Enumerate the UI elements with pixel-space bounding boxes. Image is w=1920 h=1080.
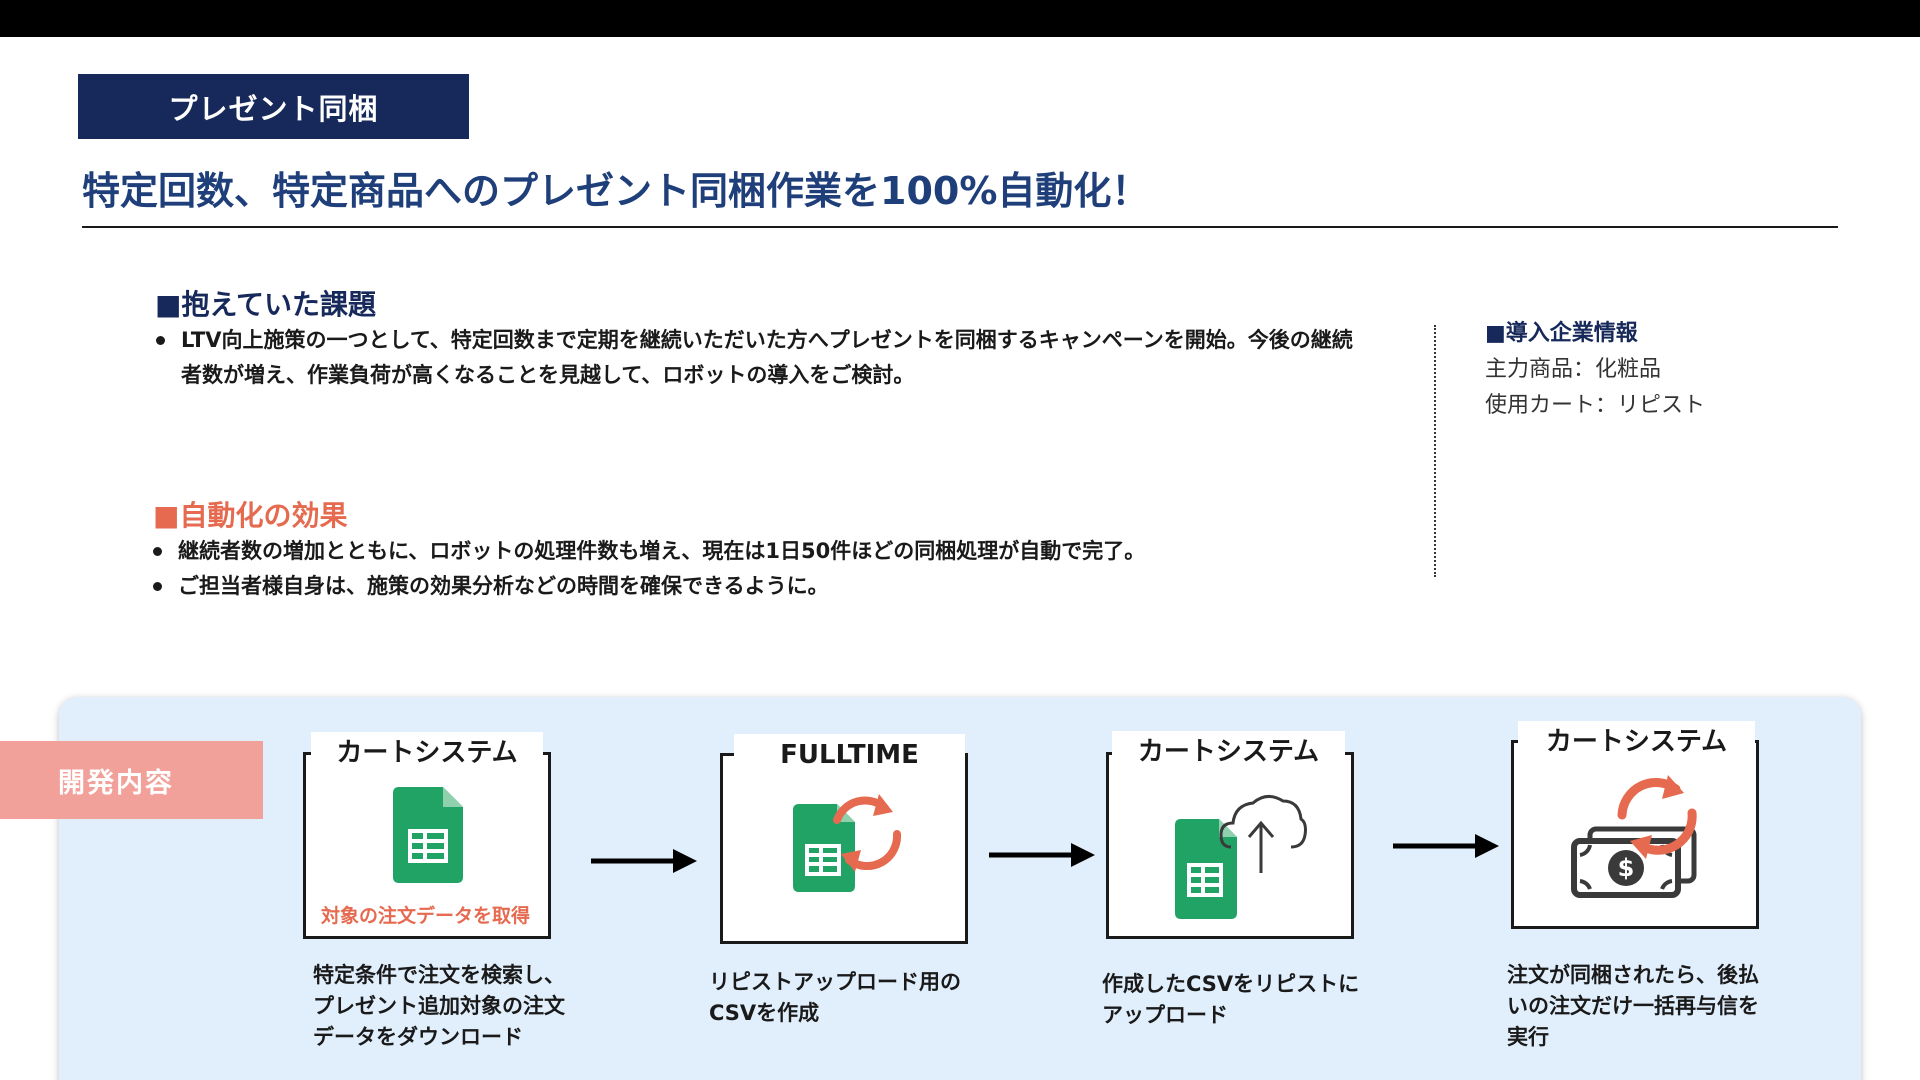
category-tag: プレゼント同梱: [78, 74, 469, 139]
effect-bullet-list: 継続者数の増加とともに、ロボットの処理件数も増え、現在は1日50件ほどの同梱処理…: [150, 534, 1380, 604]
step-2-description: リピストアップロード用の CSVを作成: [709, 967, 961, 1029]
step-1-box: [303, 752, 551, 939]
step-3-desc-line: アップロード: [1102, 1003, 1228, 1027]
spreadsheet-upload-icon: [1175, 783, 1307, 919]
step-1-desc-line: データをダウンロード: [313, 1025, 523, 1049]
step-4-desc-line: いの注文だけ一括再与信を: [1507, 994, 1759, 1018]
spreadsheet-icon: [393, 787, 463, 883]
step-2-title: FULLTIME: [734, 734, 965, 776]
top-black-bar: [0, 0, 1920, 37]
company-main-product: 主力商品：化粧品: [1485, 357, 1662, 382]
step-3-desc-line: 作成したCSVをリピストに: [1102, 972, 1360, 996]
arrow-right-icon: [1393, 834, 1499, 858]
step-1-title: カートシステム: [311, 732, 543, 774]
money-refresh-icon: $: [1566, 771, 1706, 901]
company-info: ■導入企業情報 主力商品：化粧品 使用カート：リピスト: [1485, 316, 1705, 424]
step-2-desc-line: CSVを作成: [709, 1001, 820, 1025]
company-cart: 使用カート：リピスト: [1485, 393, 1706, 418]
step-2-desc-line: リピストアップロード用の: [709, 970, 961, 994]
effect-section-title: ■自動化の効果: [153, 499, 348, 532]
issue-section-title: ■抱えていた課題: [155, 288, 377, 321]
svg-text:$: $: [1618, 854, 1635, 882]
step-4-desc-line: 実行: [1507, 1025, 1549, 1049]
headline-divider: [82, 226, 1838, 228]
effect-bullet: ご担当者様自身は、施策の効果分析などの時間を確保できるように。: [150, 569, 1380, 604]
page-headline: 特定回数、特定商品へのプレゼント同梱作業を100%自動化！: [82, 169, 1150, 213]
step-3-title: カートシステム: [1112, 731, 1345, 773]
step-4-description: 注文が同梱されたら、後払 いの注文だけ一括再与信を 実行: [1507, 960, 1759, 1053]
step-4-box: $: [1511, 740, 1759, 929]
dotted-divider: [1434, 325, 1436, 577]
step-2-box: [720, 753, 968, 944]
step-4-desc-line: 注文が同梱されたら、後払: [1507, 963, 1759, 987]
effect-bullet: 継続者数の増加とともに、ロボットの処理件数も増え、現在は1日50件ほどの同梱処理…: [150, 534, 1380, 569]
step-4-title: カートシステム: [1518, 721, 1755, 763]
issue-bullet: LTV向上施策の一つとして、特定回数まで定期を継続いただいた方へプレゼントを同梱…: [153, 323, 1363, 393]
step-1-desc-line: 特定条件で注文を検索し、: [313, 963, 565, 987]
company-info-title: ■導入企業情報: [1485, 321, 1638, 346]
arrow-right-icon: [591, 849, 697, 873]
step-1-description: 特定条件で注文を検索し、 プレゼント追加対象の注文 データをダウンロード: [313, 960, 565, 1053]
step-3-description: 作成したCSVをリピストに アップロード: [1102, 969, 1359, 1031]
issue-bullet-list: LTV向上施策の一つとして、特定回数まで定期を継続いただいた方へプレゼントを同梱…: [153, 323, 1363, 393]
step-1-note: 対象の注文データを取得: [321, 905, 531, 927]
arrow-right-icon: [989, 843, 1095, 867]
step-1-desc-line: プレゼント追加対象の注文: [313, 994, 565, 1018]
development-label: 開発内容: [0, 741, 263, 819]
step-3-box: [1106, 752, 1354, 939]
spreadsheet-refresh-icon: [793, 786, 903, 896]
